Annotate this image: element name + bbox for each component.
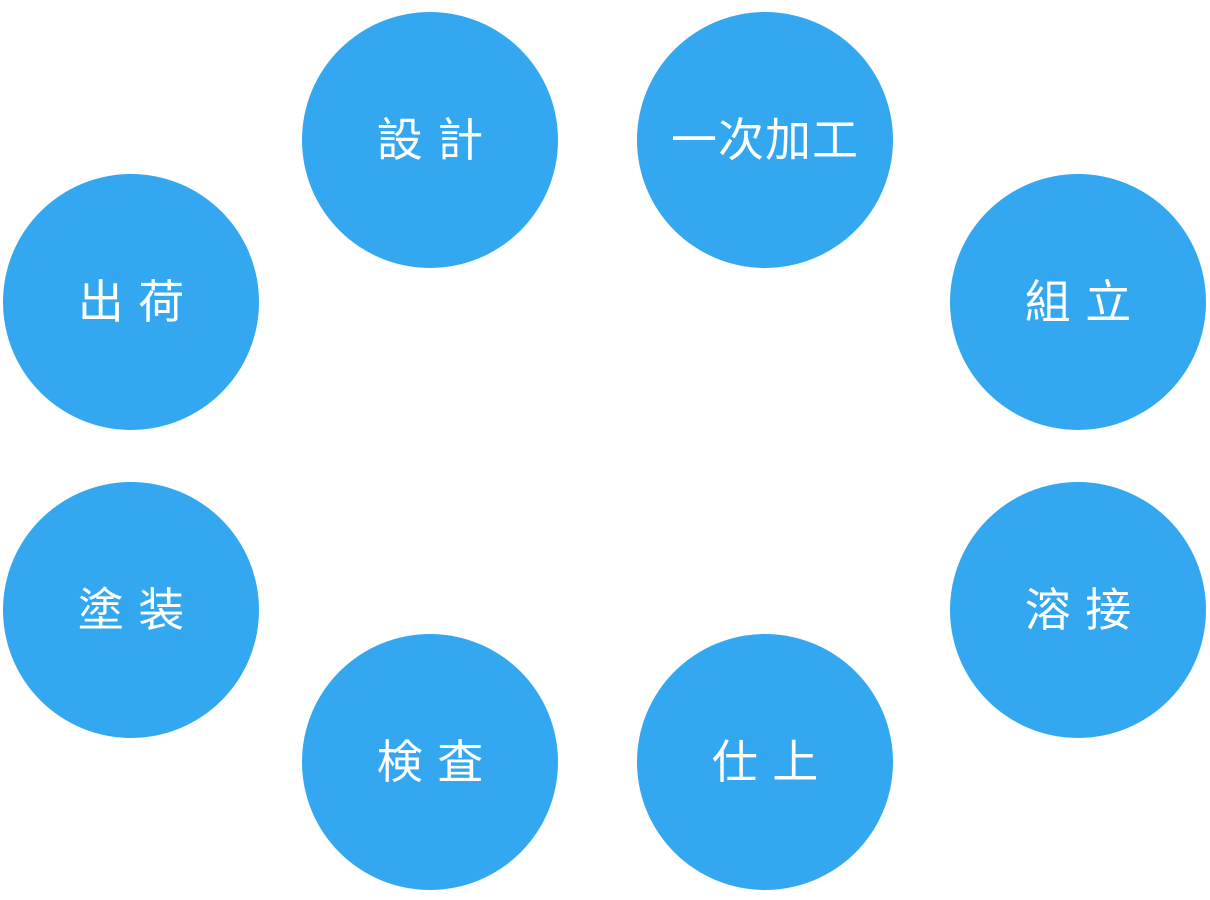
step-primary-processing: 一次加工 xyxy=(637,12,893,268)
step-shipping: 出 荷 xyxy=(3,174,259,430)
step-label-assembly: 組 立 xyxy=(1024,275,1132,329)
step-label-shipping: 出 荷 xyxy=(77,275,185,329)
step-label-finishing: 仕 上 xyxy=(711,735,819,789)
step-assembly: 組 立 xyxy=(950,174,1206,430)
step-label-painting: 塗 装 xyxy=(77,583,185,637)
step-painting: 塗 装 xyxy=(3,482,259,738)
step-label-welding: 溶 接 xyxy=(1024,583,1132,637)
step-design: 設 計 xyxy=(302,12,558,268)
step-finishing: 仕 上 xyxy=(637,634,893,890)
step-label-primary-processing: 一次加工 xyxy=(671,113,859,167)
step-welding: 溶 接 xyxy=(950,482,1206,738)
step-label-inspection: 検 査 xyxy=(376,735,484,789)
step-label-design: 設 計 xyxy=(376,113,484,167)
step-inspection: 検 査 xyxy=(302,634,558,890)
